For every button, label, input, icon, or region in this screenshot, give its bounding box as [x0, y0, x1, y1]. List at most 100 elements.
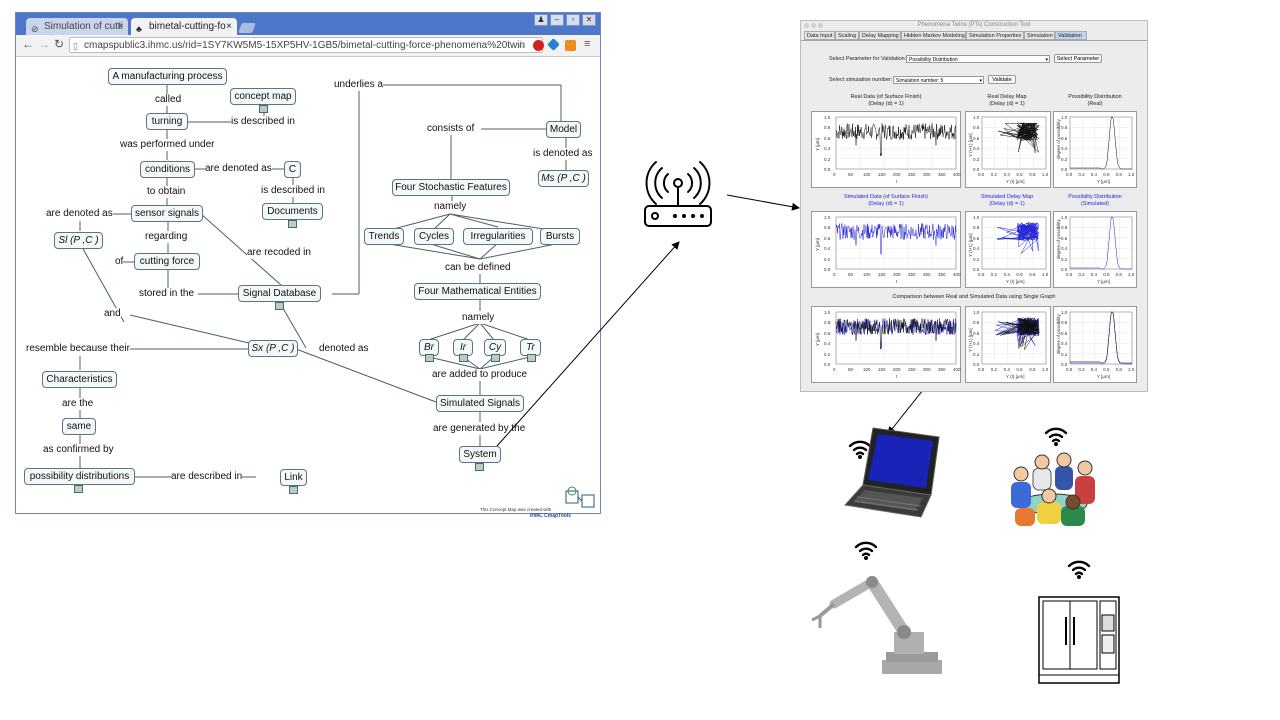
- x-tick-label: 250: [908, 172, 916, 177]
- param-label: Select Parameter for Validation:: [829, 56, 907, 62]
- concept-conditions[interactable]: conditions: [140, 161, 195, 178]
- concept-map: A manufacturing process concept map turn…: [16, 57, 600, 519]
- validate-button[interactable]: Validate: [988, 75, 1016, 84]
- minimize-button[interactable]: –: [550, 14, 564, 26]
- extension-red-icon[interactable]: [533, 40, 544, 51]
- x-axis-label: Y [μm]: [1097, 374, 1111, 379]
- concept-trends[interactable]: Trends: [364, 228, 404, 245]
- x-tick-label: 0.2: [990, 172, 998, 177]
- y-tick-label: 0.0: [1061, 362, 1068, 367]
- concept-ms[interactable]: Ms (P ,C ): [538, 170, 589, 187]
- concept-characteristics[interactable]: Characteristics: [42, 371, 117, 388]
- resource-icon[interactable]: [289, 486, 298, 494]
- bookmark-star-icon[interactable]: ☆: [516, 39, 526, 51]
- concept-documents[interactable]: Documents: [262, 203, 323, 220]
- y-tick-label: 0.2: [824, 256, 831, 262]
- concept-manufacturing-process[interactable]: A manufacturing process: [108, 68, 227, 85]
- address-bar[interactable]: ▯ cmapspublic3.ihmc.us/rid=1SY7KW5M5-15X…: [69, 37, 543, 53]
- concept-sx[interactable]: Sx (P ,C ): [248, 340, 298, 357]
- concept-sensor-signals[interactable]: sensor signals: [131, 205, 203, 222]
- close-icon[interactable]: ×: [117, 21, 123, 32]
- window-minimize-dot[interactable]: [811, 23, 816, 28]
- delay-map-trace: [996, 221, 1040, 254]
- link-are-added-to-produce: are added to produce: [432, 369, 528, 381]
- browser-tab-bimetal[interactable]: ♣ bimetal-cutting-fo ×: [131, 18, 237, 35]
- x-tick-label: 0: [833, 367, 836, 372]
- window-close-dot[interactable]: [804, 23, 809, 28]
- sim-number-select[interactable]: Simulation number: 5 ▾: [893, 76, 984, 84]
- y-tick-label: 0.8: [824, 320, 831, 326]
- reload-icon[interactable]: ↻: [54, 37, 65, 51]
- window-zoom-dot[interactable]: [818, 23, 823, 28]
- tab-delay-mapping[interactable]: Delay Mapping: [859, 31, 901, 40]
- forward-arrow-icon[interactable]: →: [38, 37, 50, 51]
- link-consists-of: consists of: [427, 123, 475, 135]
- extension-orange-icon[interactable]: [565, 40, 576, 51]
- y-tick-label: 0.0: [973, 362, 980, 367]
- browser-tab-simulation[interactable]: ⊘ Simulation of cutti ×: [26, 18, 128, 35]
- resource-icon[interactable]: [259, 105, 268, 113]
- close-window-button[interactable]: ✕: [582, 14, 596, 26]
- concept-same[interactable]: same: [62, 418, 96, 435]
- resource-icon[interactable]: [527, 354, 536, 362]
- concept-model[interactable]: Model: [546, 121, 581, 138]
- select-parameter-button[interactable]: Select Parameter: [1054, 54, 1102, 63]
- x-tick-label: 50: [848, 272, 854, 277]
- concept-link[interactable]: Link: [280, 469, 307, 486]
- concept-possibility-distributions[interactable]: possibility distributions: [24, 468, 135, 485]
- x-tick-label: 0.8: [1115, 172, 1122, 177]
- concept-cycles[interactable]: Cycles: [414, 228, 454, 245]
- concept-signal-database[interactable]: Signal Database: [238, 285, 321, 302]
- wifi-icon: [854, 541, 878, 560]
- y-tick-label: 0.8: [824, 125, 831, 131]
- link-denoted-as: denoted as: [319, 343, 369, 355]
- concept-simulated-signals[interactable]: Simulated Signals: [436, 395, 524, 412]
- concept-turning[interactable]: turning: [146, 113, 188, 130]
- resource-icon[interactable]: [288, 220, 297, 228]
- resource-icon[interactable]: [425, 354, 434, 362]
- concept-br[interactable]: Br: [419, 339, 439, 356]
- concept-irregularities[interactable]: Irregularities: [463, 228, 533, 245]
- link-was-performed-under: was performed under: [120, 139, 215, 151]
- x-axis-label: Y (t) [μm]: [1006, 279, 1025, 284]
- y-tick-label: 0.0: [824, 167, 831, 172]
- tab-hidden-markov-modeling[interactable]: Hidden Markov Modeling: [901, 31, 966, 40]
- concept-four-stochastic-features[interactable]: Four Stochastic Features: [392, 179, 510, 196]
- robot-arm-icon: [811, 576, 942, 674]
- concept-cutting-force[interactable]: cutting force: [134, 253, 200, 270]
- meeting-people-icon: [1011, 452, 1095, 526]
- menu-icon[interactable]: ≡: [584, 38, 591, 50]
- close-icon[interactable]: ×: [226, 21, 232, 32]
- tab-scaling[interactable]: Scaling: [835, 31, 859, 40]
- user-icon[interactable]: ♟: [534, 14, 548, 26]
- y-tick-label: 0.8: [973, 225, 980, 231]
- resource-icon[interactable]: [74, 485, 83, 493]
- x-tick-label: 0.6: [1103, 172, 1110, 177]
- x-axis-label: Y [μm]: [1097, 179, 1111, 184]
- resource-icon[interactable]: [459, 354, 468, 362]
- back-arrow-icon[interactable]: ←: [22, 37, 34, 51]
- concept-sl[interactable]: Sl (P ,C ): [54, 232, 103, 249]
- resource-icon[interactable]: [475, 463, 484, 471]
- y-tick-label: 0.6: [1061, 330, 1068, 336]
- y-tick-label: 0.4: [973, 146, 980, 152]
- concept-concept-map[interactable]: concept map: [230, 88, 296, 105]
- tab-simulation-properties[interactable]: Simulation Properties: [966, 31, 1024, 40]
- concept-c[interactable]: C: [284, 161, 301, 178]
- concept-system[interactable]: System: [459, 446, 501, 463]
- tab-simulation[interactable]: Simulation: [1024, 31, 1055, 40]
- y-tick-label: 0.6: [973, 235, 980, 241]
- resource-icon[interactable]: [491, 354, 500, 362]
- concept-four-mathematical-entities[interactable]: Four Mathematical Entities: [414, 283, 541, 300]
- param-select[interactable]: Possibility Distribution ▾: [906, 55, 1050, 63]
- plot-subtitle: (Real): [1087, 101, 1103, 107]
- link-as-confirmed-by: as confirmed by: [43, 444, 114, 456]
- maximize-button[interactable]: ▫: [566, 14, 580, 26]
- y-tick-label: 0.0: [824, 267, 831, 272]
- resource-icon[interactable]: [275, 302, 284, 310]
- tab-data-input[interactable]: Data Input: [804, 31, 835, 40]
- tab-label: bimetal-cutting-fo: [149, 21, 226, 32]
- concept-bursts[interactable]: Bursts: [540, 228, 580, 245]
- tab-validation[interactable]: Validation: [1055, 31, 1087, 40]
